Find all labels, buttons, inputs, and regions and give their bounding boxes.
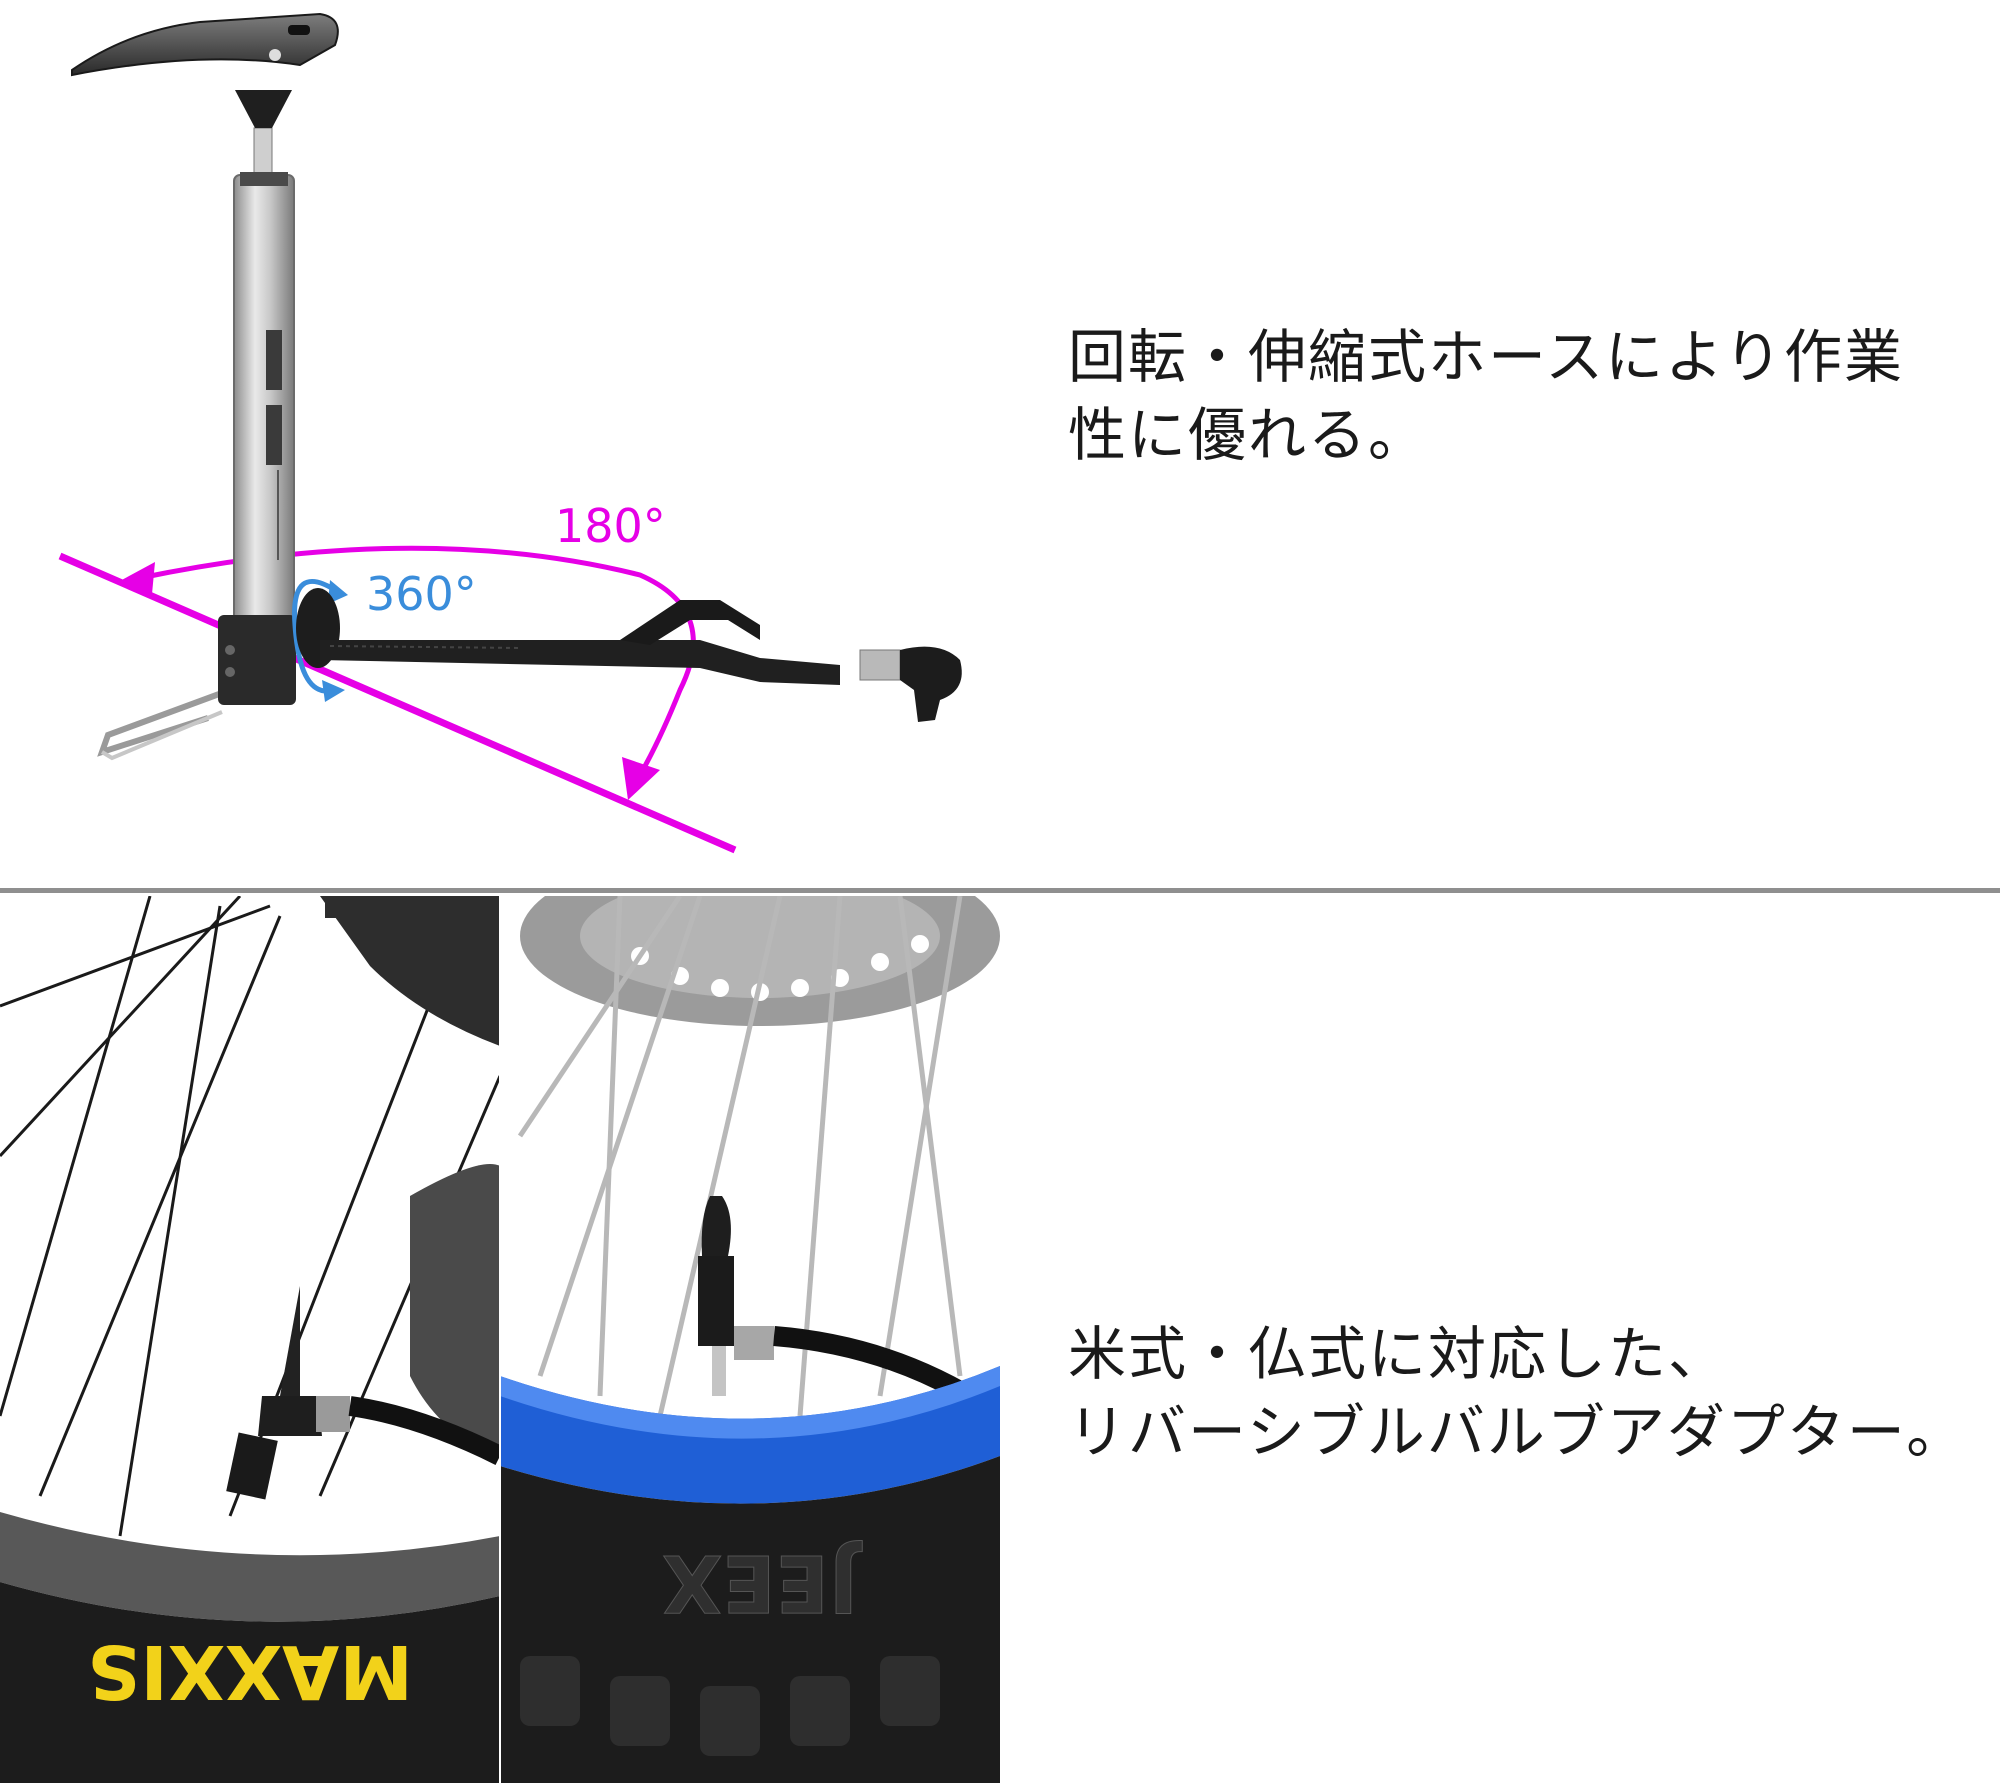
caption-line: 米式・仏式に対応した、 <box>1068 1320 1729 1388</box>
left-wheel-photo: MAXXIS <box>0 896 505 1783</box>
caption-line: 性に優れる。 <box>1068 401 1429 469</box>
section-divider <box>0 888 2000 893</box>
bottom-panel: MAXXIS <box>0 896 2000 1783</box>
pump-foot <box>97 687 232 761</box>
rotation-base-line <box>58 552 737 854</box>
right-wheel-photo: JEEX <box>500 896 1000 1783</box>
barrel-logo-mark <box>266 330 282 390</box>
top-panel: 180° 360° <box>0 0 2000 888</box>
valve-head <box>900 646 962 722</box>
pump-barrel <box>233 174 295 646</box>
left-tire <box>0 1581 500 1783</box>
blue-circular-arrow-icon <box>292 579 348 702</box>
angle-180-label: 180° <box>555 499 666 553</box>
caption-line: 回転・伸縮式ホースにより作業 <box>1068 323 1904 391</box>
valve-collar <box>859 649 901 681</box>
floor-pump-illustration: 180° 360° <box>58 12 962 854</box>
swivel-hose-caption: 回転・伸縮式ホースにより作業 性に優れる。 <box>1068 318 1904 474</box>
tire-brand-jeex: JEEX <box>662 1537 863 1627</box>
caption-line: リバーシブルバルブアダプター。 <box>1068 1398 1967 1466</box>
valve-adapter-caption: 米式・仏式に対応した、 リバーシブルバルブアダプター。 <box>1068 1315 1966 1471</box>
tire-brand-maxxis: MAXXIS <box>87 1628 413 1714</box>
barrel-logo-mark-2 <box>266 405 282 465</box>
valve-adapter-photos: MAXXIS <box>0 896 1000 1783</box>
arm-handle-loop <box>620 600 760 645</box>
pump-t-handle <box>71 12 339 128</box>
magenta-curved-arrow-icon <box>118 545 696 800</box>
presta-valve-adapter-tip <box>701 1196 731 1256</box>
hose-arm <box>320 640 840 685</box>
angle-360-label: 360° <box>366 567 477 621</box>
pump-base <box>218 615 296 705</box>
schrader-valve-adapter-tip <box>280 1286 300 1396</box>
left-rim <box>0 1511 500 1622</box>
